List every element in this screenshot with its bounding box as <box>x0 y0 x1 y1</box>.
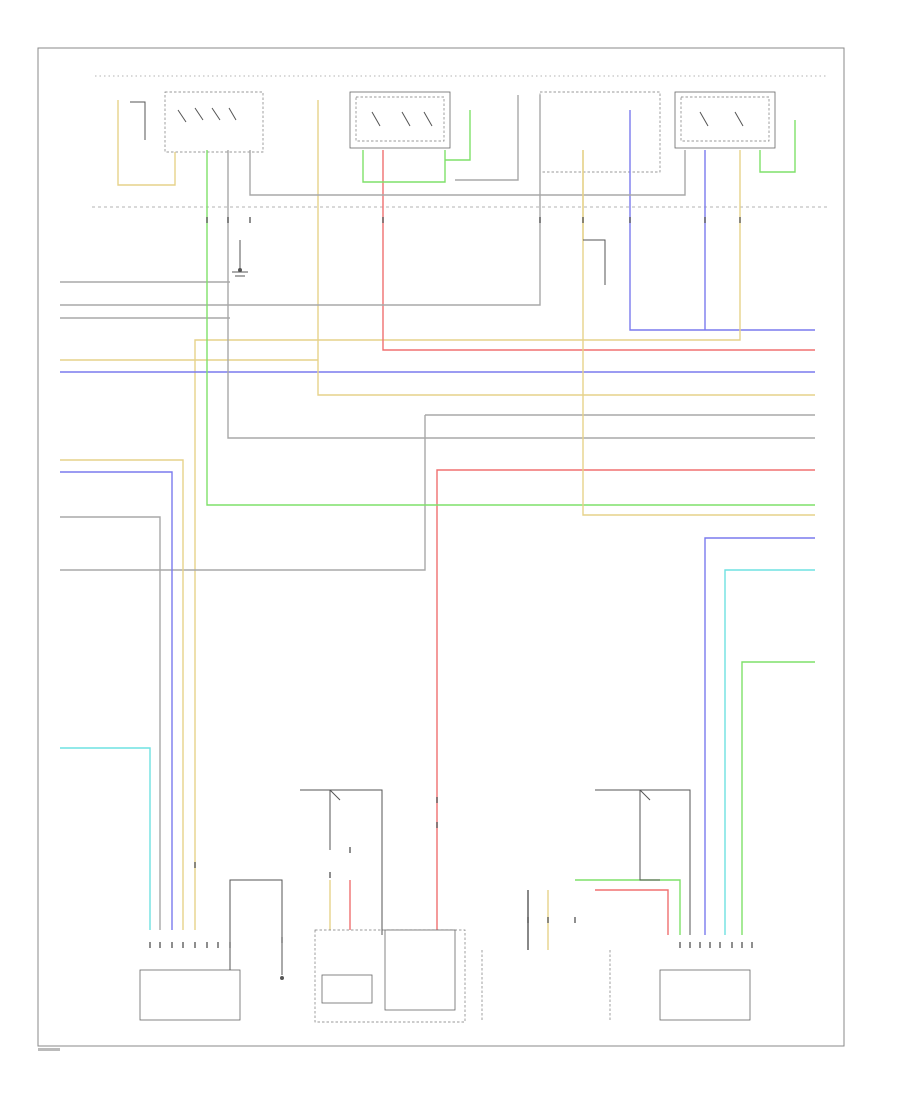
wire-blue-top <box>629 110 815 331</box>
wire-gray-mid-4 <box>60 414 815 571</box>
wire-yellow-long-2 <box>582 150 815 516</box>
wire-yellow-top <box>194 150 741 930</box>
wire-harness <box>60 95 815 950</box>
relay-box-center <box>349 91 451 149</box>
wire-yellow-top-left <box>117 100 176 186</box>
wire-green-top-center-2 <box>445 110 471 161</box>
page-id-mark <box>38 1048 60 1051</box>
ground-symbol <box>232 240 248 277</box>
wire-yellow-left <box>60 459 184 930</box>
wire-green-long <box>206 150 815 506</box>
wire-green-top-right <box>759 120 796 173</box>
wire-red-top <box>382 150 815 351</box>
wire-blue-right <box>704 537 815 935</box>
wire-gray-long-1 <box>227 150 815 439</box>
wire-cyan-right <box>724 569 815 935</box>
wire-red-fog <box>595 889 669 935</box>
headlamp-assembly <box>300 789 466 1023</box>
relay-box-right <box>674 91 776 149</box>
wire-blue-left <box>60 471 173 930</box>
fuse-block-center-right <box>539 91 661 173</box>
wire-green-fog <box>575 879 681 935</box>
wire-gray-top-right <box>455 95 519 181</box>
diagram-frame <box>37 47 845 1047</box>
wire-yellow-long <box>317 100 815 396</box>
wire-red-long <box>436 469 815 930</box>
connector-block-left <box>139 879 284 1021</box>
wire-gray-mid-2 <box>60 95 541 306</box>
fuse-relay-box-left <box>130 91 264 153</box>
wire-gray-left <box>60 516 161 930</box>
wire-gray-long-2 <box>249 150 686 196</box>
wire-cyan-left <box>60 747 151 930</box>
wire-green-right <box>741 661 815 935</box>
junction-connector-right <box>583 239 606 285</box>
connector-block-right <box>659 969 751 1021</box>
fog-lamp-assembly <box>481 789 691 1020</box>
wire-green-top-center <box>362 150 446 183</box>
